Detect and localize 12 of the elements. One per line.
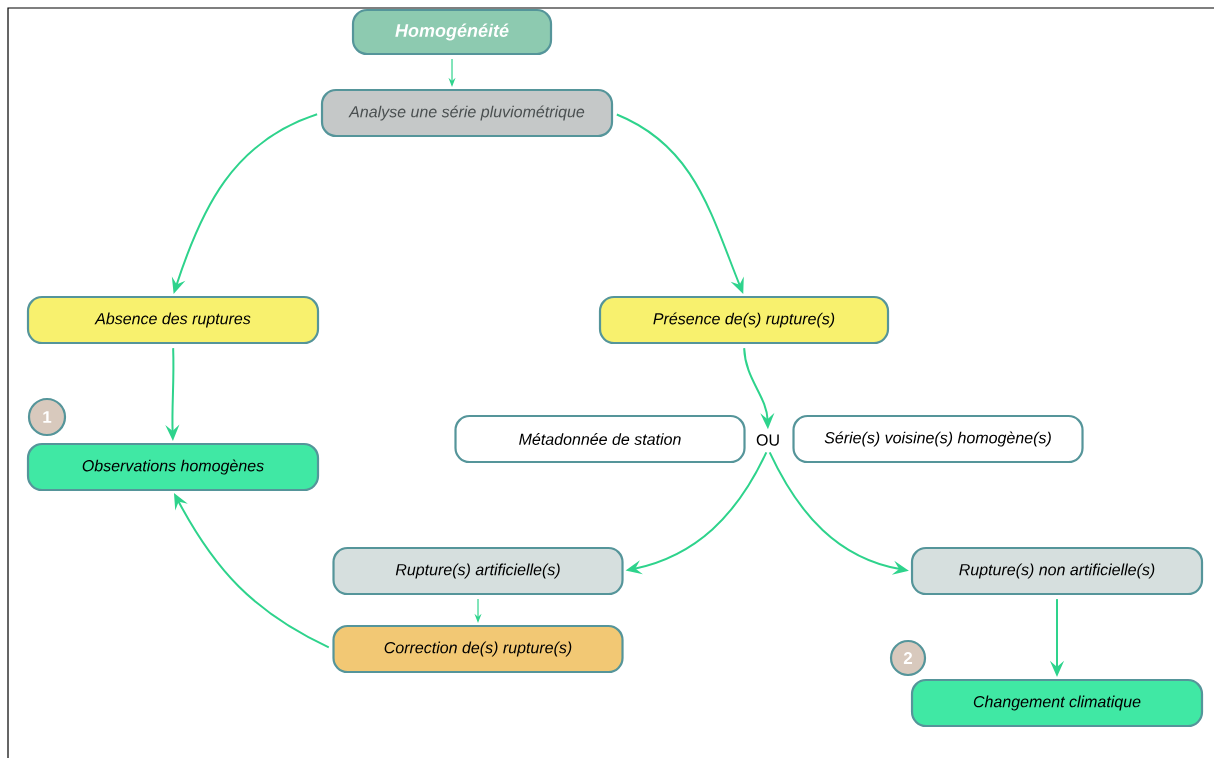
source-box: Série(s) voisine(s) homogène(s) (792, 414, 1084, 464)
result-box: Changement climatique (910, 678, 1204, 728)
connector-word: OU (756, 434, 779, 446)
process-box: Présence de(s) rupture(s) (598, 295, 890, 345)
process-box: Correction de(s) rupture(s) (332, 624, 624, 674)
result-box: Observations homogènes (26, 442, 320, 492)
process-box: Rupture(s) artificielle(s) (332, 546, 624, 596)
process-box: Rupture(s) non artificielle(s) (910, 546, 1204, 596)
process-box: Analyse une série pluviométrique (320, 88, 614, 138)
title-box: Homogénéité (351, 8, 553, 56)
source-box: Métadonnée de station (454, 414, 746, 464)
process-box: Absence des ruptures (26, 295, 320, 345)
